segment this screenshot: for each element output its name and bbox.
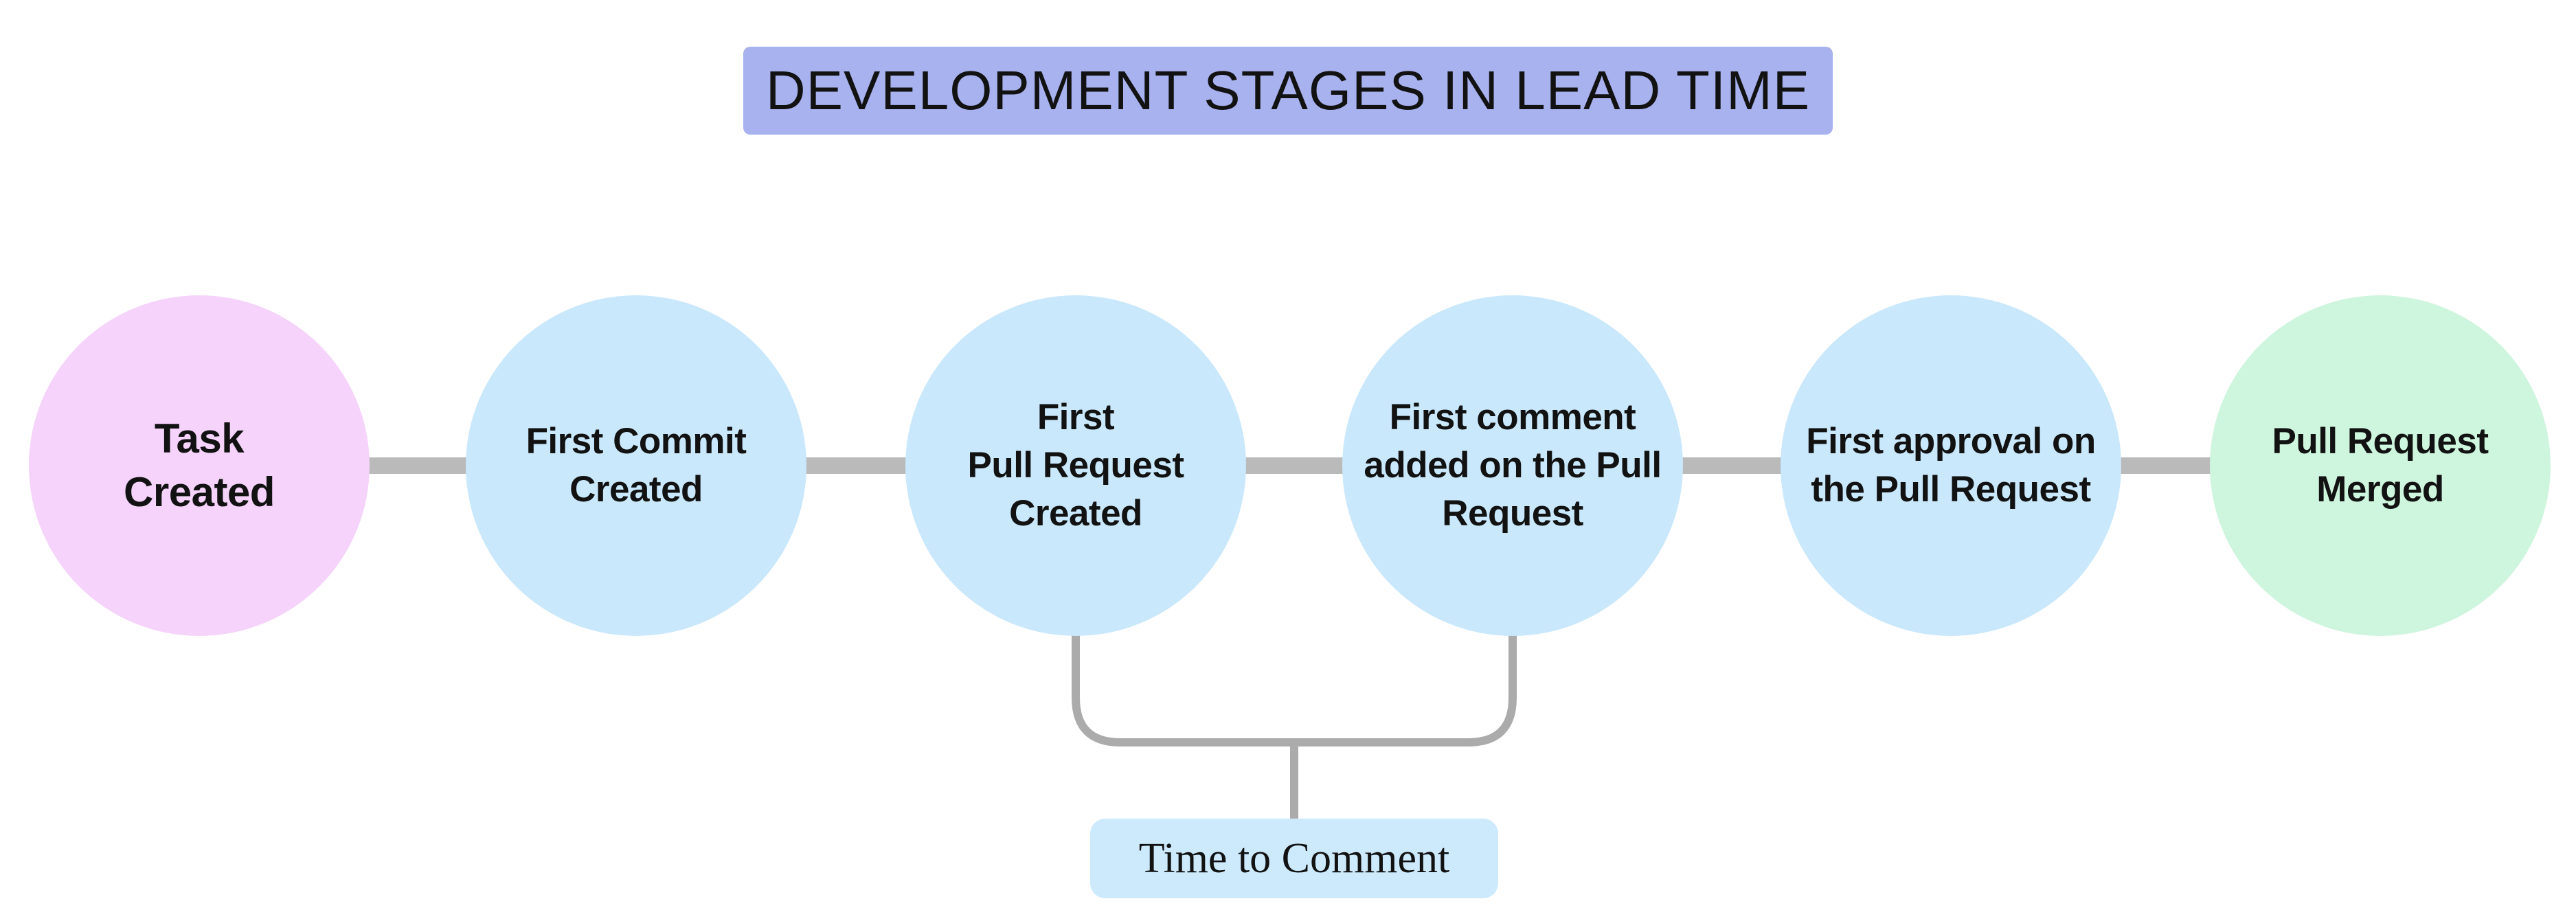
stage-label-line: added on the Pull: [1364, 445, 1662, 486]
stage-label-line: Created: [569, 469, 703, 510]
stage-circle-first-pull-request-created: First Pull Request Created: [905, 295, 1246, 636]
stage-label-line: Created: [124, 469, 275, 515]
diagram-title: DEVELOPMENT STAGES IN LEAD TIME: [765, 60, 1811, 121]
stage-label-line: Merged: [2316, 469, 2444, 510]
stage-circle-first-approval: First approval on the Pull Request: [1781, 295, 2121, 636]
stage-label-line: Request: [1442, 493, 1583, 534]
stage-circle-first-commit-created: First Commit Created: [466, 295, 806, 636]
stage-label-line: First approval on: [1806, 421, 2096, 461]
bracket-path: [1072, 625, 1517, 747]
stage-label-line: First Commit: [526, 421, 747, 461]
stage-circle-pull-request-merged: Pull Request Merged: [2210, 295, 2551, 636]
stage-label-line: First: [1037, 397, 1115, 437]
stage-label-line: Pull Request: [967, 445, 1184, 486]
stage-label-line: First comment: [1389, 397, 1636, 437]
stage-circle-first-comment-added: First comment added on the Pull Request: [1342, 295, 1683, 636]
time-to-comment-label: Time to Comment: [1138, 834, 1450, 882]
stage-label-line: the Pull Request: [1811, 469, 2091, 510]
stage-label-line: Task: [154, 415, 245, 461]
stage-circle-task-created: Task Created: [29, 295, 370, 636]
stage-label-line: Pull Request: [2272, 421, 2489, 461]
title-banner: DEVELOPMENT STAGES IN LEAD TIME: [743, 47, 1833, 135]
stage-label-line: Created: [1009, 493, 1142, 534]
time-to-comment-box: Time to Comment: [1090, 819, 1498, 898]
